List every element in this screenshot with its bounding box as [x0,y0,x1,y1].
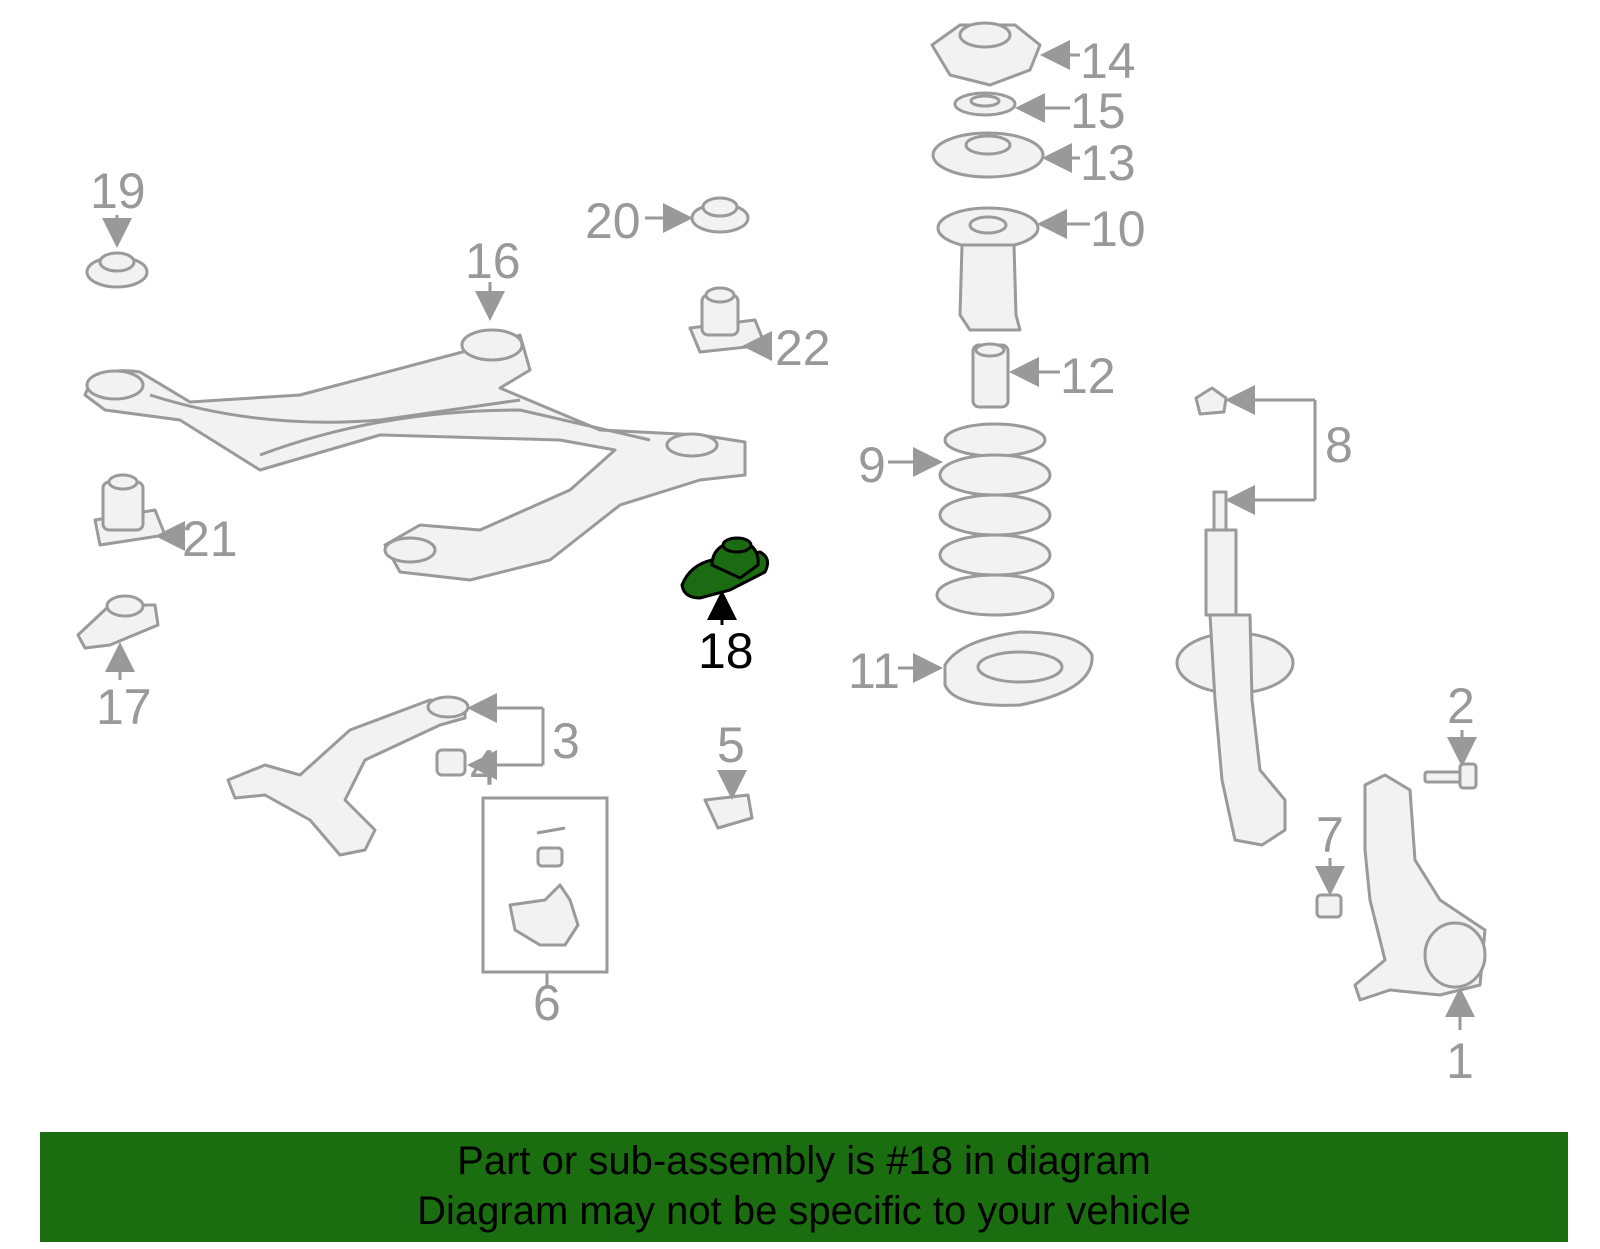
callout-7: 7 [1316,807,1344,863]
steering-knuckle-part-1[interactable]: 1 [1353,773,1487,1089]
callout-14: 14 [1080,33,1136,89]
bracket-part-5[interactable]: 5 [703,717,754,830]
ball-joint-kit-part-6[interactable]: 6 [481,796,609,1031]
strut-mount-part-14[interactable]: 14 [930,21,1136,89]
mount-part-19[interactable]: 19 [85,163,149,289]
bushing-part-4[interactable]: 4 [435,740,498,796]
subframe[interactable] [83,328,747,582]
callout-9: 9 [858,437,886,493]
mount-part-22[interactable]: 22 [688,286,831,376]
callout-19: 19 [90,163,146,219]
callout-2: 2 [1447,678,1475,734]
control-arm-part-3[interactable]: 3 [226,693,580,857]
callout-1: 1 [1446,1033,1474,1089]
callout-11: 11 [848,643,900,699]
callout-18: 18 [698,623,754,679]
callout-16: 16 [465,233,521,289]
nut-part-7[interactable]: 7 [1315,807,1345,919]
callout-6: 6 [533,975,561,1031]
parts-diagram: 19 20 22 16 21 [76,21,1487,1089]
callout-5: 5 [717,717,745,773]
callout-17: 17 [96,679,152,735]
strut-part-8[interactable]: 8 [1175,385,1353,847]
coil-spring-part-9[interactable]: 9 [858,422,1055,617]
callout-22: 22 [775,320,831,376]
spring-seat-part-13[interactable]: 13 [931,131,1136,191]
bump-stop-part-12[interactable]: 12 [971,342,1116,409]
mount-part-18[interactable]: 18 [680,536,770,679]
mount-part-20[interactable]: 20 [585,193,750,249]
banner-line-2: Diagram may not be specific to your vehi… [417,1189,1191,1233]
info-banner: Part or sub-assembly is #18 in diagram D… [40,1132,1568,1242]
bolt-part-2[interactable]: 2 [1423,678,1478,790]
callout-3: 3 [552,713,580,769]
callout-20: 20 [585,193,641,249]
mount-part-16[interactable]: 16 [465,233,521,321]
callout-10: 10 [1090,201,1146,257]
callout-15: 15 [1070,83,1126,139]
callout-8: 8 [1325,417,1353,473]
callout-4: 4 [470,740,498,796]
callout-13: 13 [1080,135,1136,191]
mount-part-21[interactable]: 21 [93,473,238,567]
callout-12: 12 [1060,348,1116,404]
insulator-part-10[interactable]: 10 [936,201,1146,332]
bearing-part-15[interactable]: 15 [953,83,1126,139]
lower-spring-seat-part-11[interactable]: 11 [848,630,1094,707]
callout-21: 21 [182,511,238,567]
banner-line-1: Part or sub-assembly is #18 in diagram [457,1139,1151,1183]
mount-part-17[interactable]: 17 [76,594,160,735]
